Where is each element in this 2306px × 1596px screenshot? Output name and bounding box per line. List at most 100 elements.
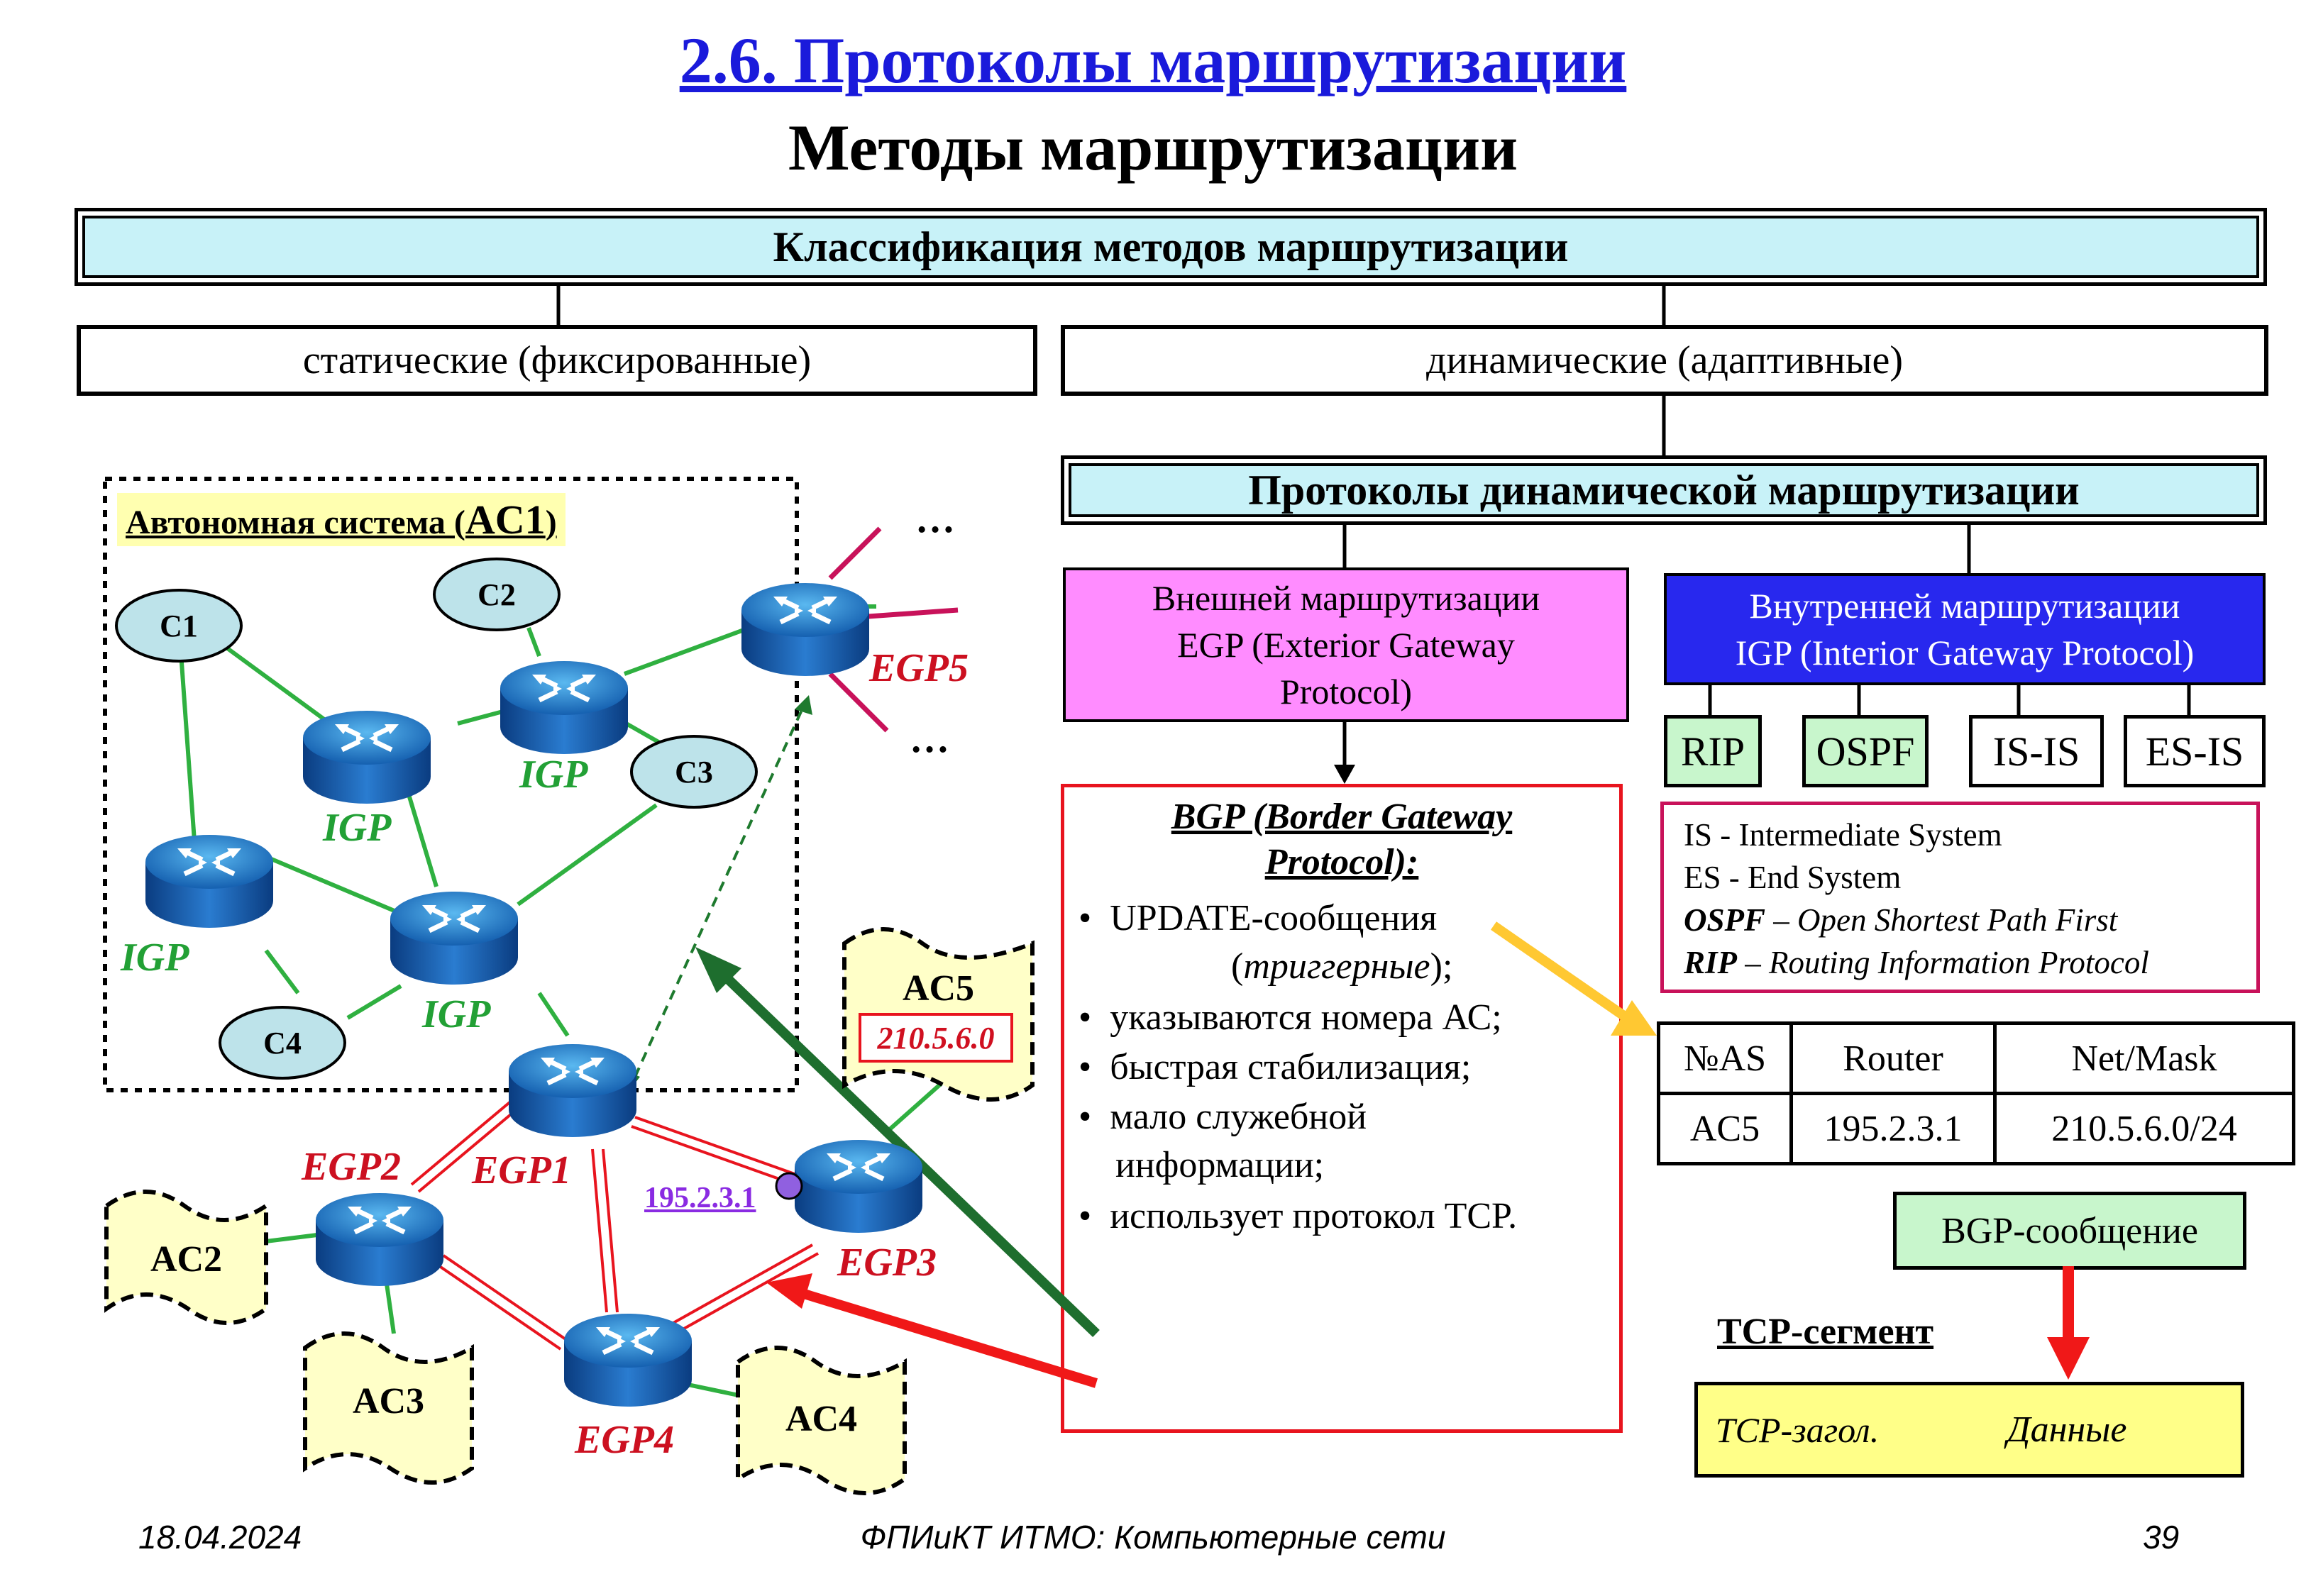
egp3-label: EGP3 (837, 1241, 937, 1285)
as1-label: Автономная система (AC1) (117, 493, 566, 546)
bgp-box (1061, 784, 1623, 1433)
page-subtitle: Методы маршрутизации (788, 111, 1518, 184)
bgp-message-label: BGP-сообщение (1941, 1210, 2198, 1251)
bgp-bullet-1b-post: ); (1430, 946, 1453, 987)
tcp-segment-label: TCP-сегмент (1717, 1312, 1934, 1352)
es-is-box: ES-IS (2124, 715, 2266, 787)
egp-dashed-link (627, 702, 807, 1093)
client-c3-label: C3 (675, 754, 713, 789)
bgp-bullet-1b-it: триггерные (1243, 946, 1430, 987)
bgp-title: BGP (Border Gateway Protocol): (1061, 794, 1623, 885)
abbrev-ospf: OSPF – Open Shortest Path First (1684, 899, 2256, 941)
client-c1-label: C1 (160, 608, 198, 643)
bgp-bullet-4b-text: информации; (1115, 1145, 1325, 1185)
footer-date: 18.04.2024 (138, 1519, 302, 1556)
igp-box: Внутренней маршрутизации IGP (Interior G… (1664, 573, 2266, 685)
router-ip-label: 195.2.3.1 (644, 1182, 756, 1214)
as1-label-pre: Автономная система ( (126, 504, 465, 541)
bgp-bullet-2: • указываются номера АС; (1078, 997, 1502, 1038)
igp-line2: IGP (Interior Gateway Protocol) (1735, 633, 2195, 672)
ac3-shape (303, 1331, 474, 1485)
ac5-label: AC5 (902, 968, 975, 1009)
bgp-bullet-4b: информации; (1115, 1142, 1324, 1189)
egp-box: Внешней маршрутизации EGP (Exterior Gate… (1063, 567, 1629, 722)
ip-marker (775, 1172, 803, 1200)
bgp-bullet-1b-pre: ( (1231, 946, 1244, 987)
abbrev-rip-key: RIP (1684, 945, 1738, 980)
as-table-cell-router: 195.2.3.1 (1789, 1092, 1997, 1165)
igp-line1: Внутренней маршрутизации (1749, 586, 2180, 626)
ac5-network-text: 210.5.6.0 (877, 1020, 995, 1055)
as-table-header: №AS Router Net/Mask (1657, 1021, 2295, 1095)
ospf-label: OSPF (1816, 728, 1915, 775)
as1-label-big: AC1 (465, 497, 546, 543)
ac2-shape (104, 1190, 268, 1325)
igp-label-3: IGP (121, 936, 189, 980)
egp2-label: EGP2 (302, 1145, 401, 1189)
bgp-bullet-3: • быстрая стабилизация; (1078, 1047, 1472, 1087)
dynamic-methods-label: динамические (адаптивные) (1425, 338, 1904, 382)
abbreviations-box: IS - Intermediate System ES - End System… (1660, 802, 2260, 993)
is-is-box: IS-IS (1969, 715, 2104, 787)
bgp-bullet-2-text: указываются номера АС; (1110, 997, 1502, 1038)
rip-box: RIP (1664, 715, 1762, 787)
more-links-dots-bottom: … (910, 717, 949, 761)
igp-label-4: IGP (422, 992, 491, 1036)
bgp-bullet-5-text: использует протокол TCP. (1110, 1196, 1518, 1236)
egp1-label: EGP1 (472, 1148, 571, 1192)
bgp-bullet-4a: мало служебной (1110, 1097, 1367, 1137)
as-table-header-as: №AS (1657, 1021, 1793, 1095)
as-table-cell-net: 210.5.6.0/24 (1993, 1092, 2295, 1165)
bgp-bullet-1b: (триггерные); (1231, 943, 1452, 990)
dynamic-protocols-label: Протоколы динамической маршрутизации (1248, 466, 2080, 514)
classification-root-box: Классификация методов маршрутизации (75, 208, 2267, 286)
abbrev-is: IS - Intermediate System (1684, 817, 2002, 853)
table-row: AC5 195.2.3.1 210.5.6.0/24 (1657, 1092, 2295, 1165)
as1-frame (103, 477, 799, 1092)
egp-line1: Внешней маршрутизации (1152, 578, 1540, 618)
abbrev-rip-val: – Routing Information Protocol (1737, 945, 2149, 980)
bgp-title-line2: Protocol): (1264, 842, 1419, 882)
as-table-header-net: Net/Mask (1993, 1021, 2295, 1095)
footer-course: ФПИиКТ ИТМО: Компьютерные сети (860, 1519, 1446, 1556)
egp5-label: EGP5 (869, 646, 969, 690)
dynamic-protocols-box: Протоколы динамической маршрутизации (1061, 455, 2267, 525)
tcp-data-label: Данные (2007, 1409, 2127, 1450)
as-table-cell-as: AC5 (1657, 1092, 1793, 1165)
abbrev-rip: RIP – Routing Information Protocol (1684, 941, 2256, 984)
static-methods-box: статические (фиксированные) (77, 325, 1037, 396)
more-links-dots-top: … (915, 497, 955, 541)
static-methods-label: статические (фиксированные) (302, 338, 812, 382)
yellow-arrow (1491, 921, 1635, 1026)
abbrev-ospf-key: OSPF (1684, 902, 1766, 938)
abbrev-ospf-val: – Open Shortest Path First (1765, 902, 2118, 938)
abbrev-es: ES - End System (1684, 860, 1902, 895)
client-nodes (115, 558, 758, 1080)
page-number: 39 (2143, 1519, 2180, 1556)
egp-line3: Protocol) (1279, 672, 1413, 711)
ac5-network-label: 210.5.6.0 (859, 1013, 1013, 1063)
igp-links (179, 604, 949, 1400)
tcp-header-cell: TCP-загол. (1694, 1382, 1900, 1478)
red-arrow (793, 1286, 1098, 1388)
egp4-label: EGP4 (575, 1418, 674, 1462)
ospf-box: OSPF (1802, 715, 1929, 787)
tcp-header-label: TCP-загол. (1715, 1409, 1880, 1450)
ac2-label: AC2 (150, 1238, 223, 1280)
bgp-bullet-5: • использует протокол TCP. (1078, 1196, 1518, 1236)
bgp-bullet-4: • мало служебной (1078, 1097, 1367, 1137)
rip-label: RIP (1680, 728, 1745, 775)
egp-links (410, 1091, 819, 1351)
bgp-title-line1: BGP (Border Gateway (1171, 797, 1513, 837)
ac4-label: AC4 (785, 1398, 858, 1439)
as-table-header-router: Router (1789, 1021, 1997, 1095)
tcp-data-cell: Данные (1893, 1382, 2244, 1478)
igp-label-1: IGP (519, 753, 588, 797)
classification-root-label: Классификация методов маршрутизации (773, 223, 1569, 270)
igp-label-2: IGP (323, 806, 392, 850)
bgp-bullet-1: • UPDATE-сообщения (1078, 898, 1438, 938)
dynamic-methods-box: динамические (адаптивные) (1061, 325, 2268, 396)
es-is-label: ES-IS (2145, 728, 2244, 775)
